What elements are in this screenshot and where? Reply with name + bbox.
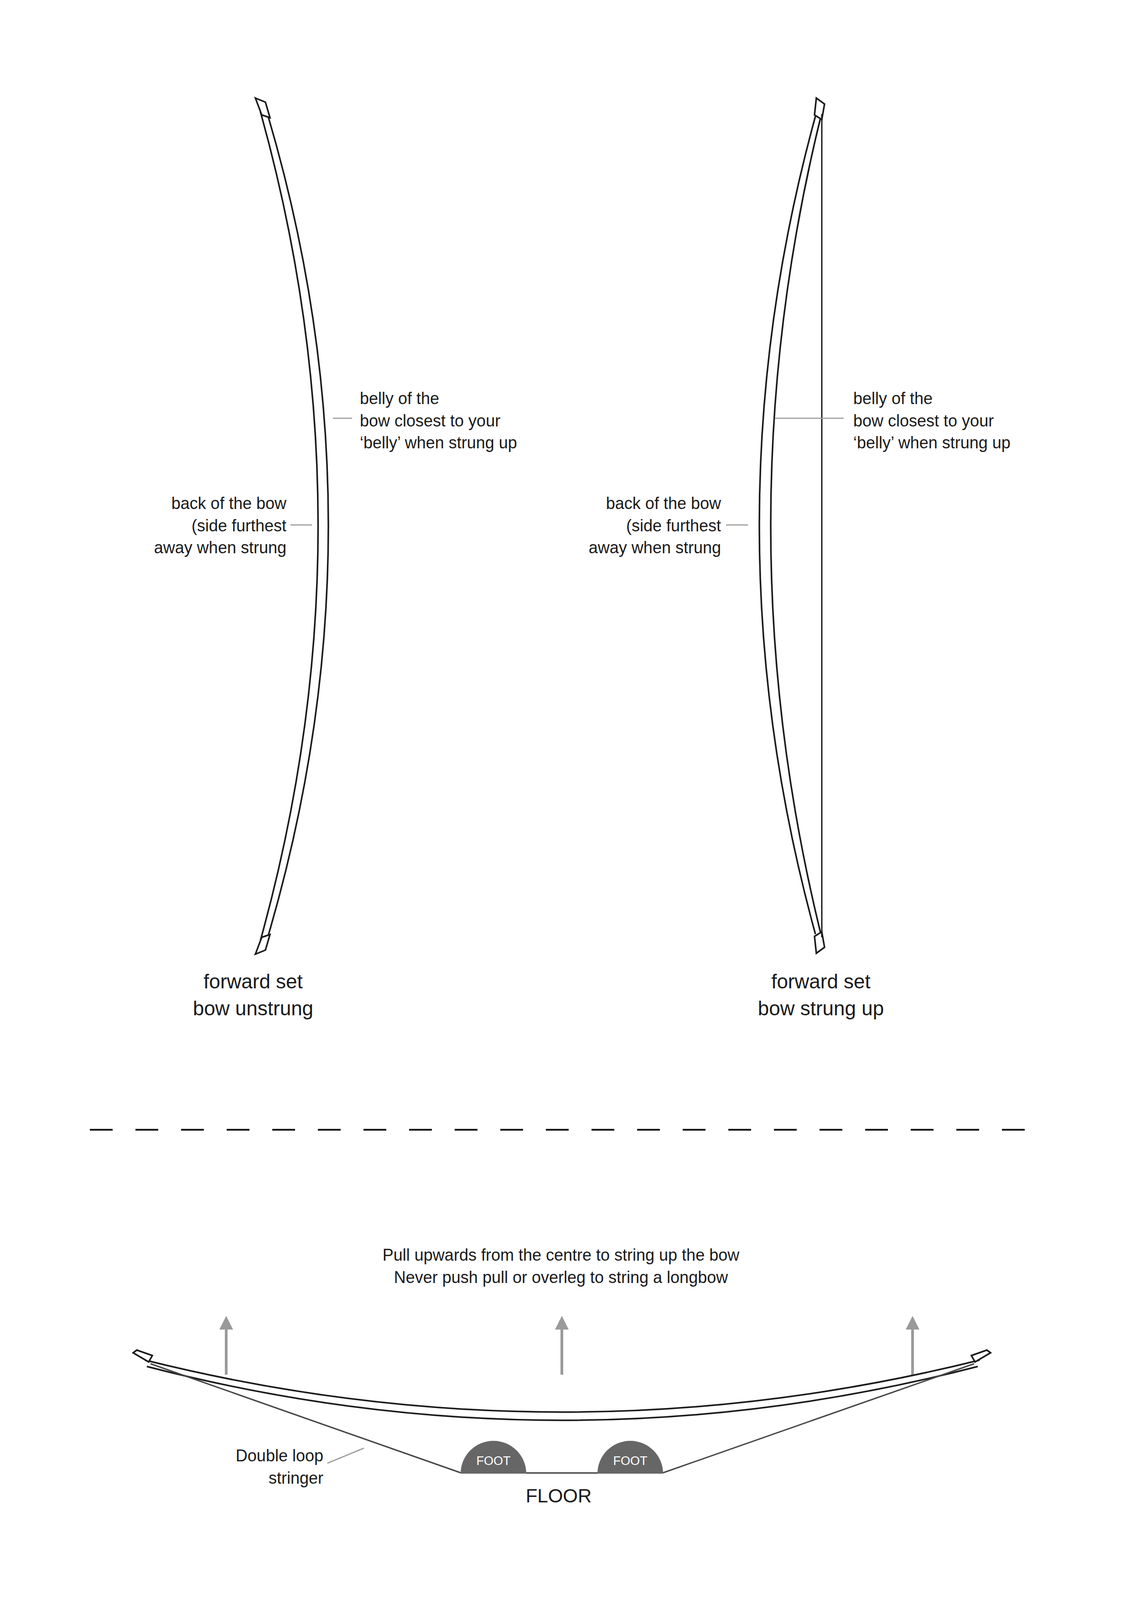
leader-lines	[290, 418, 844, 1464]
separator-line	[89, 1128, 1046, 1131]
double-loop-stringer	[150, 1363, 975, 1473]
foot-shape: FOOT	[460, 1440, 527, 1474]
part-label: belly of the bow closest to your ‘belly’…	[359, 387, 518, 455]
foot-fill	[597, 1440, 664, 1474]
instruction-note: Pull upwards from the centre to string u…	[382, 1244, 740, 1267]
foot-shape: FOOT	[597, 1440, 664, 1474]
bow-on-stringer	[133, 1349, 991, 1421]
instruction-note: Never push pull or overleg to string a l…	[394, 1266, 728, 1289]
figure-caption: forward set bow unstrung	[192, 967, 314, 1023]
part-label: back of the bow (side furthest away when…	[154, 492, 287, 560]
strung-bow	[759, 98, 825, 954]
floor-label: FLOOR	[525, 1483, 592, 1510]
part-label: Double loop stringer	[235, 1444, 324, 1489]
figure-caption: forward set bow strung up	[757, 967, 884, 1023]
part-label: belly of the bow closest to your ‘belly’…	[853, 387, 1011, 455]
stringer-segment	[526, 1472, 598, 1474]
foot-label: FOOT	[597, 1453, 664, 1469]
foot-label: FOOT	[460, 1453, 527, 1469]
part-label: back of the bow (side furthest away when…	[588, 492, 722, 560]
foot-fill	[460, 1440, 527, 1474]
pull-arrows	[226, 1322, 913, 1375]
